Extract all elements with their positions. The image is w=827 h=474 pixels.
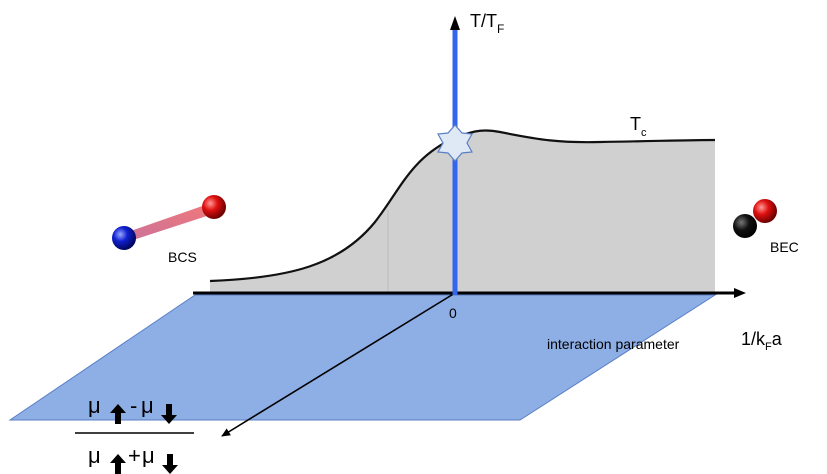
down-arrow-icon xyxy=(161,404,177,424)
bec-red-atom xyxy=(753,199,777,223)
bec-molecule xyxy=(733,199,777,238)
interaction-parameter-label: interaction parameter xyxy=(547,336,680,352)
up-arrow-icon xyxy=(110,454,126,474)
bec-blue-atom xyxy=(733,214,757,238)
critical-point-star xyxy=(437,124,473,162)
bcs-label: BCS xyxy=(168,249,197,265)
superfluid-region xyxy=(210,130,715,292)
bcs-pair-molecule xyxy=(112,195,226,250)
bec-label: BEC xyxy=(770,239,799,255)
depth-axis xyxy=(221,292,456,437)
fraction-numerator-b: μ xyxy=(141,393,154,418)
interaction-axis-arrowhead xyxy=(734,288,746,298)
tc-label: Tc xyxy=(630,114,647,139)
parameter-plane xyxy=(8,294,717,421)
fraction-numerator-op: - xyxy=(130,393,137,418)
temperature-axis-label: T/TF xyxy=(470,11,504,36)
bcs-red-atom xyxy=(202,195,226,219)
fraction-numerator: μ xyxy=(88,393,101,418)
temperature-axis-arrowhead xyxy=(450,16,460,30)
up-arrow-icon xyxy=(110,404,126,424)
polarization-fraction: μ - μ μ + μ xyxy=(75,393,194,474)
fraction-denominator-b: μ xyxy=(142,443,155,468)
bcs-blue-atom xyxy=(112,226,136,250)
origin-label: 0 xyxy=(449,305,457,321)
fraction-denominator-op: + xyxy=(128,443,141,468)
fraction-denominator: μ xyxy=(88,443,101,468)
down-arrow-icon xyxy=(162,454,178,474)
interaction-symbol-label: 1/kFa xyxy=(741,329,783,353)
